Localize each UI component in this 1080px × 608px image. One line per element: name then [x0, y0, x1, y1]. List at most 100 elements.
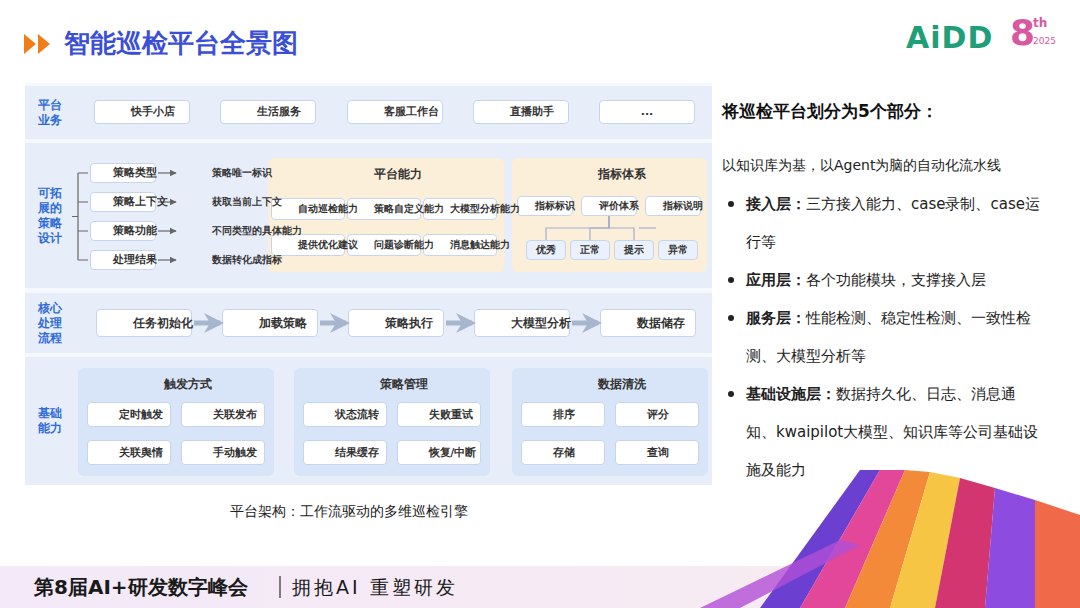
process-box: 提供优化建议: [271, 234, 345, 256]
group-panel: 数据清洗排序 评分存储 查询: [512, 368, 708, 476]
process-box: 评价体系: [581, 196, 637, 216]
process-box: 问题诊断能力: [347, 234, 421, 256]
page-title: 智能巡检平台全景图: [64, 26, 298, 61]
box-label: 策略功能: [113, 224, 134, 237]
box-label: 加载策略: [259, 316, 282, 330]
process-box: 查询: [615, 440, 699, 465]
box-label: 提示: [624, 244, 644, 257]
footer-separator: [279, 576, 281, 598]
box-label: 策略上下文: [113, 195, 134, 208]
process-box: 结果缓存: [303, 440, 387, 465]
process-box: 指标说明: [645, 196, 701, 216]
box-label: 查询: [647, 446, 668, 459]
process-box: 排序: [521, 402, 605, 427]
box-label: 恢复/中断: [429, 446, 450, 459]
box-label: 大模型分析能力: [450, 203, 470, 216]
panel-heading: 触发方式: [164, 377, 188, 392]
group-panel: 策略管理状态流转 失败重试结果缓存 恢复/中断: [294, 368, 490, 476]
process-box: 策略上下文: [90, 192, 156, 212]
bullet-dot: [728, 277, 734, 283]
box-label: 客服工作台: [384, 105, 406, 119]
panel-heading: 数据清洗: [598, 377, 622, 392]
logo-text: AiDD: [906, 20, 993, 55]
process-box: 策略功能: [90, 221, 156, 241]
process-box: 提示: [614, 240, 654, 260]
box-label: 存储: [553, 446, 574, 459]
box-label: 策略唯一标识: [212, 167, 231, 179]
process-box: 策略类型: [90, 163, 156, 183]
panel-heading: 平台能力: [374, 167, 398, 182]
process-box: 失败重试: [397, 402, 481, 427]
box-label: 不同类型的具体能力: [212, 225, 231, 237]
group-panel: 触发方式定时触发 关联发布关联舆情 手动触发: [78, 368, 274, 476]
box-label: 大模型分析: [511, 316, 534, 330]
box-label: 数据转化成指标: [212, 254, 231, 266]
box-label: 消息触达能力: [450, 239, 470, 252]
process-box: 异常: [658, 240, 698, 260]
box-label: 处理结果: [113, 253, 134, 266]
process-box: 关联发布: [181, 402, 265, 427]
process-box: 处理结果: [90, 250, 156, 270]
box-label: 任务初始化: [133, 316, 156, 330]
process-box: 获取当前上下文: [178, 192, 264, 212]
logo-suffix: th: [1033, 16, 1047, 30]
box-label: 提供优化建议: [298, 239, 318, 252]
process-box: 不同类型的具体能力: [178, 221, 264, 241]
process-box: 生活服务: [220, 100, 316, 124]
bullet-heading: 服务层：: [746, 309, 806, 327]
process-box: 存储: [521, 440, 605, 465]
process-box: 关联舆情: [87, 440, 171, 465]
process-box: 策略自定义能力: [347, 198, 421, 220]
title-icon: [38, 34, 50, 54]
box-label: ...: [636, 105, 658, 119]
panel-heading: 指标体系: [598, 167, 622, 182]
layer-label: 基础能力: [38, 406, 62, 436]
box-label: 生活服务: [257, 105, 279, 119]
box-label: 自动巡检能力: [298, 203, 318, 216]
box-label: 指标说明: [663, 200, 683, 213]
process-box: 数据转化成指标: [178, 250, 264, 270]
box-label: 策略执行: [385, 316, 408, 330]
box-label: 评价体系: [599, 200, 619, 213]
footer-slogan: 拥抱AI 重塑研发: [292, 575, 458, 601]
box-label: 关联舆情: [119, 446, 140, 459]
process-box: 指标标识: [517, 196, 573, 216]
box-label: 评分: [647, 408, 668, 421]
process-box: 数据储存: [600, 309, 696, 337]
box-label: 失败重试: [429, 408, 450, 421]
process-box: 直播助手: [473, 100, 569, 124]
process-box: 恢复/中断: [397, 440, 481, 465]
process-box: 手动触发: [181, 440, 265, 465]
bullet-heading: 接入层：: [746, 195, 806, 213]
process-box: 消息触达能力: [423, 234, 497, 256]
box-label: 手动触发: [213, 446, 234, 459]
box-label: 结果缓存: [335, 446, 356, 459]
footer-event: 第8届AI+研发数字峰会: [34, 574, 248, 601]
bullet-item: 接入层：三方接入能力、case录制、case运行等: [724, 185, 1042, 261]
panel-heading: 策略管理: [380, 377, 404, 392]
process-box: 大模型分析: [474, 309, 570, 337]
side-heading: 将巡检平台划分为5个部分：: [722, 100, 938, 123]
process-box: 评分: [615, 402, 699, 427]
box-label: 直播助手: [510, 105, 532, 119]
diagram-ground: [25, 83, 712, 485]
layer-label: 可拓展的策略设计: [38, 186, 62, 246]
bullet-dot: [728, 391, 734, 397]
box-label: 异常: [668, 244, 688, 257]
footer-graphic: [700, 470, 1080, 608]
bullet-item: 服务层：性能检测、稳定性检测、一致性检测、大模型分析等: [724, 299, 1042, 375]
caption: 平台架构：工作流驱动的多维巡检引擎: [230, 503, 468, 521]
box-label: 定时触发: [119, 408, 140, 421]
side-subheading: 以知识库为基，以Agent为脑的自动化流水线: [722, 157, 1001, 175]
process-box: 大模型分析能力: [423, 198, 497, 220]
layer-band: 平台业务快手小店生活服务客服工作台直播助手...: [25, 86, 712, 139]
box-label: 状态流转: [335, 408, 356, 421]
process-box: 自动巡检能力: [271, 198, 345, 220]
box-label: 优秀: [536, 244, 556, 257]
box-label: 问题诊断能力: [374, 239, 394, 252]
process-box: 策略唯一标识: [178, 163, 264, 183]
process-box: 加载策略: [222, 309, 318, 337]
box-label: 数据储存: [637, 316, 660, 330]
layer-label: 平台业务: [38, 98, 62, 128]
layer-band: 可拓展的策略设计 策略类型 策略唯一标识策略上下文 获取当前上下文策略功能 不同类型的具…: [25, 143, 712, 288]
